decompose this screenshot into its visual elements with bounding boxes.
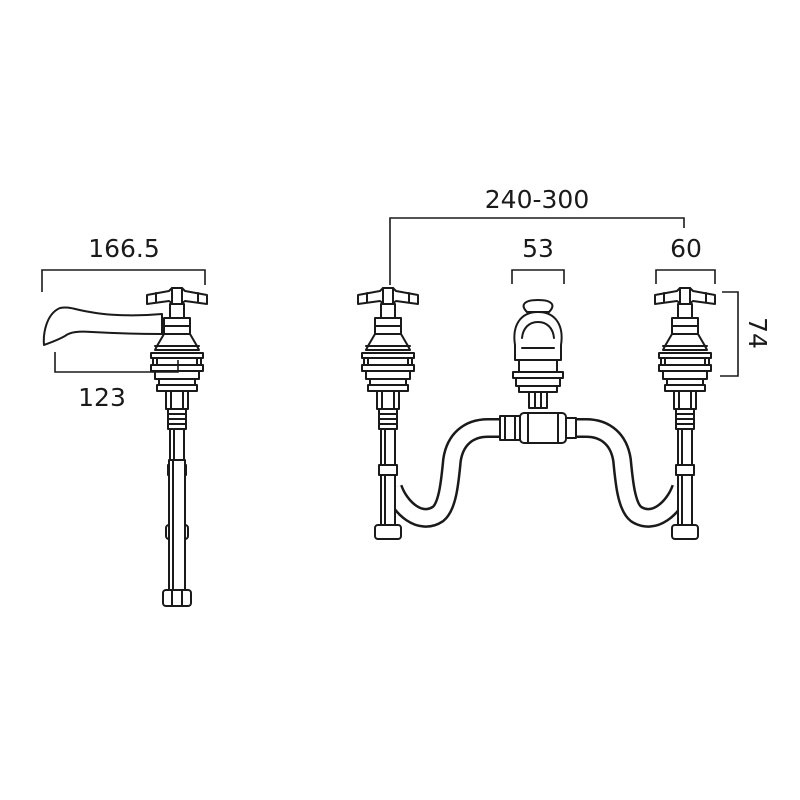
side-view: 166.5 123 [41, 234, 208, 607]
dimension-line-spout-width [511, 269, 565, 284]
dimension-spout-width: 53 [522, 234, 554, 263]
cold-tail-connector [671, 524, 699, 540]
dimension-spout-reach: 123 [78, 383, 126, 412]
side-tail-pipe [168, 459, 186, 591]
dimension-overall-length: 166.5 [88, 234, 160, 263]
dimension-centres: 240-300 [485, 185, 589, 214]
dimension-handle-height: 74 [743, 317, 772, 349]
mixer-body [499, 412, 577, 444]
dimension-line-spout-reach [54, 352, 179, 373]
dimension-line-handle-height [720, 291, 739, 377]
dimension-line-overall-length [41, 269, 206, 292]
dimension-line-centres [389, 217, 685, 285]
front-view: 240-300 53 60 74 [357, 185, 772, 540]
side-tail-nut [162, 589, 192, 607]
spout-front [512, 299, 564, 409]
hot-tail-connector [374, 524, 402, 540]
dimension-handle-width: 60 [670, 234, 702, 263]
dimension-line-handle-width [655, 269, 716, 284]
spout-outline [42, 306, 163, 346]
